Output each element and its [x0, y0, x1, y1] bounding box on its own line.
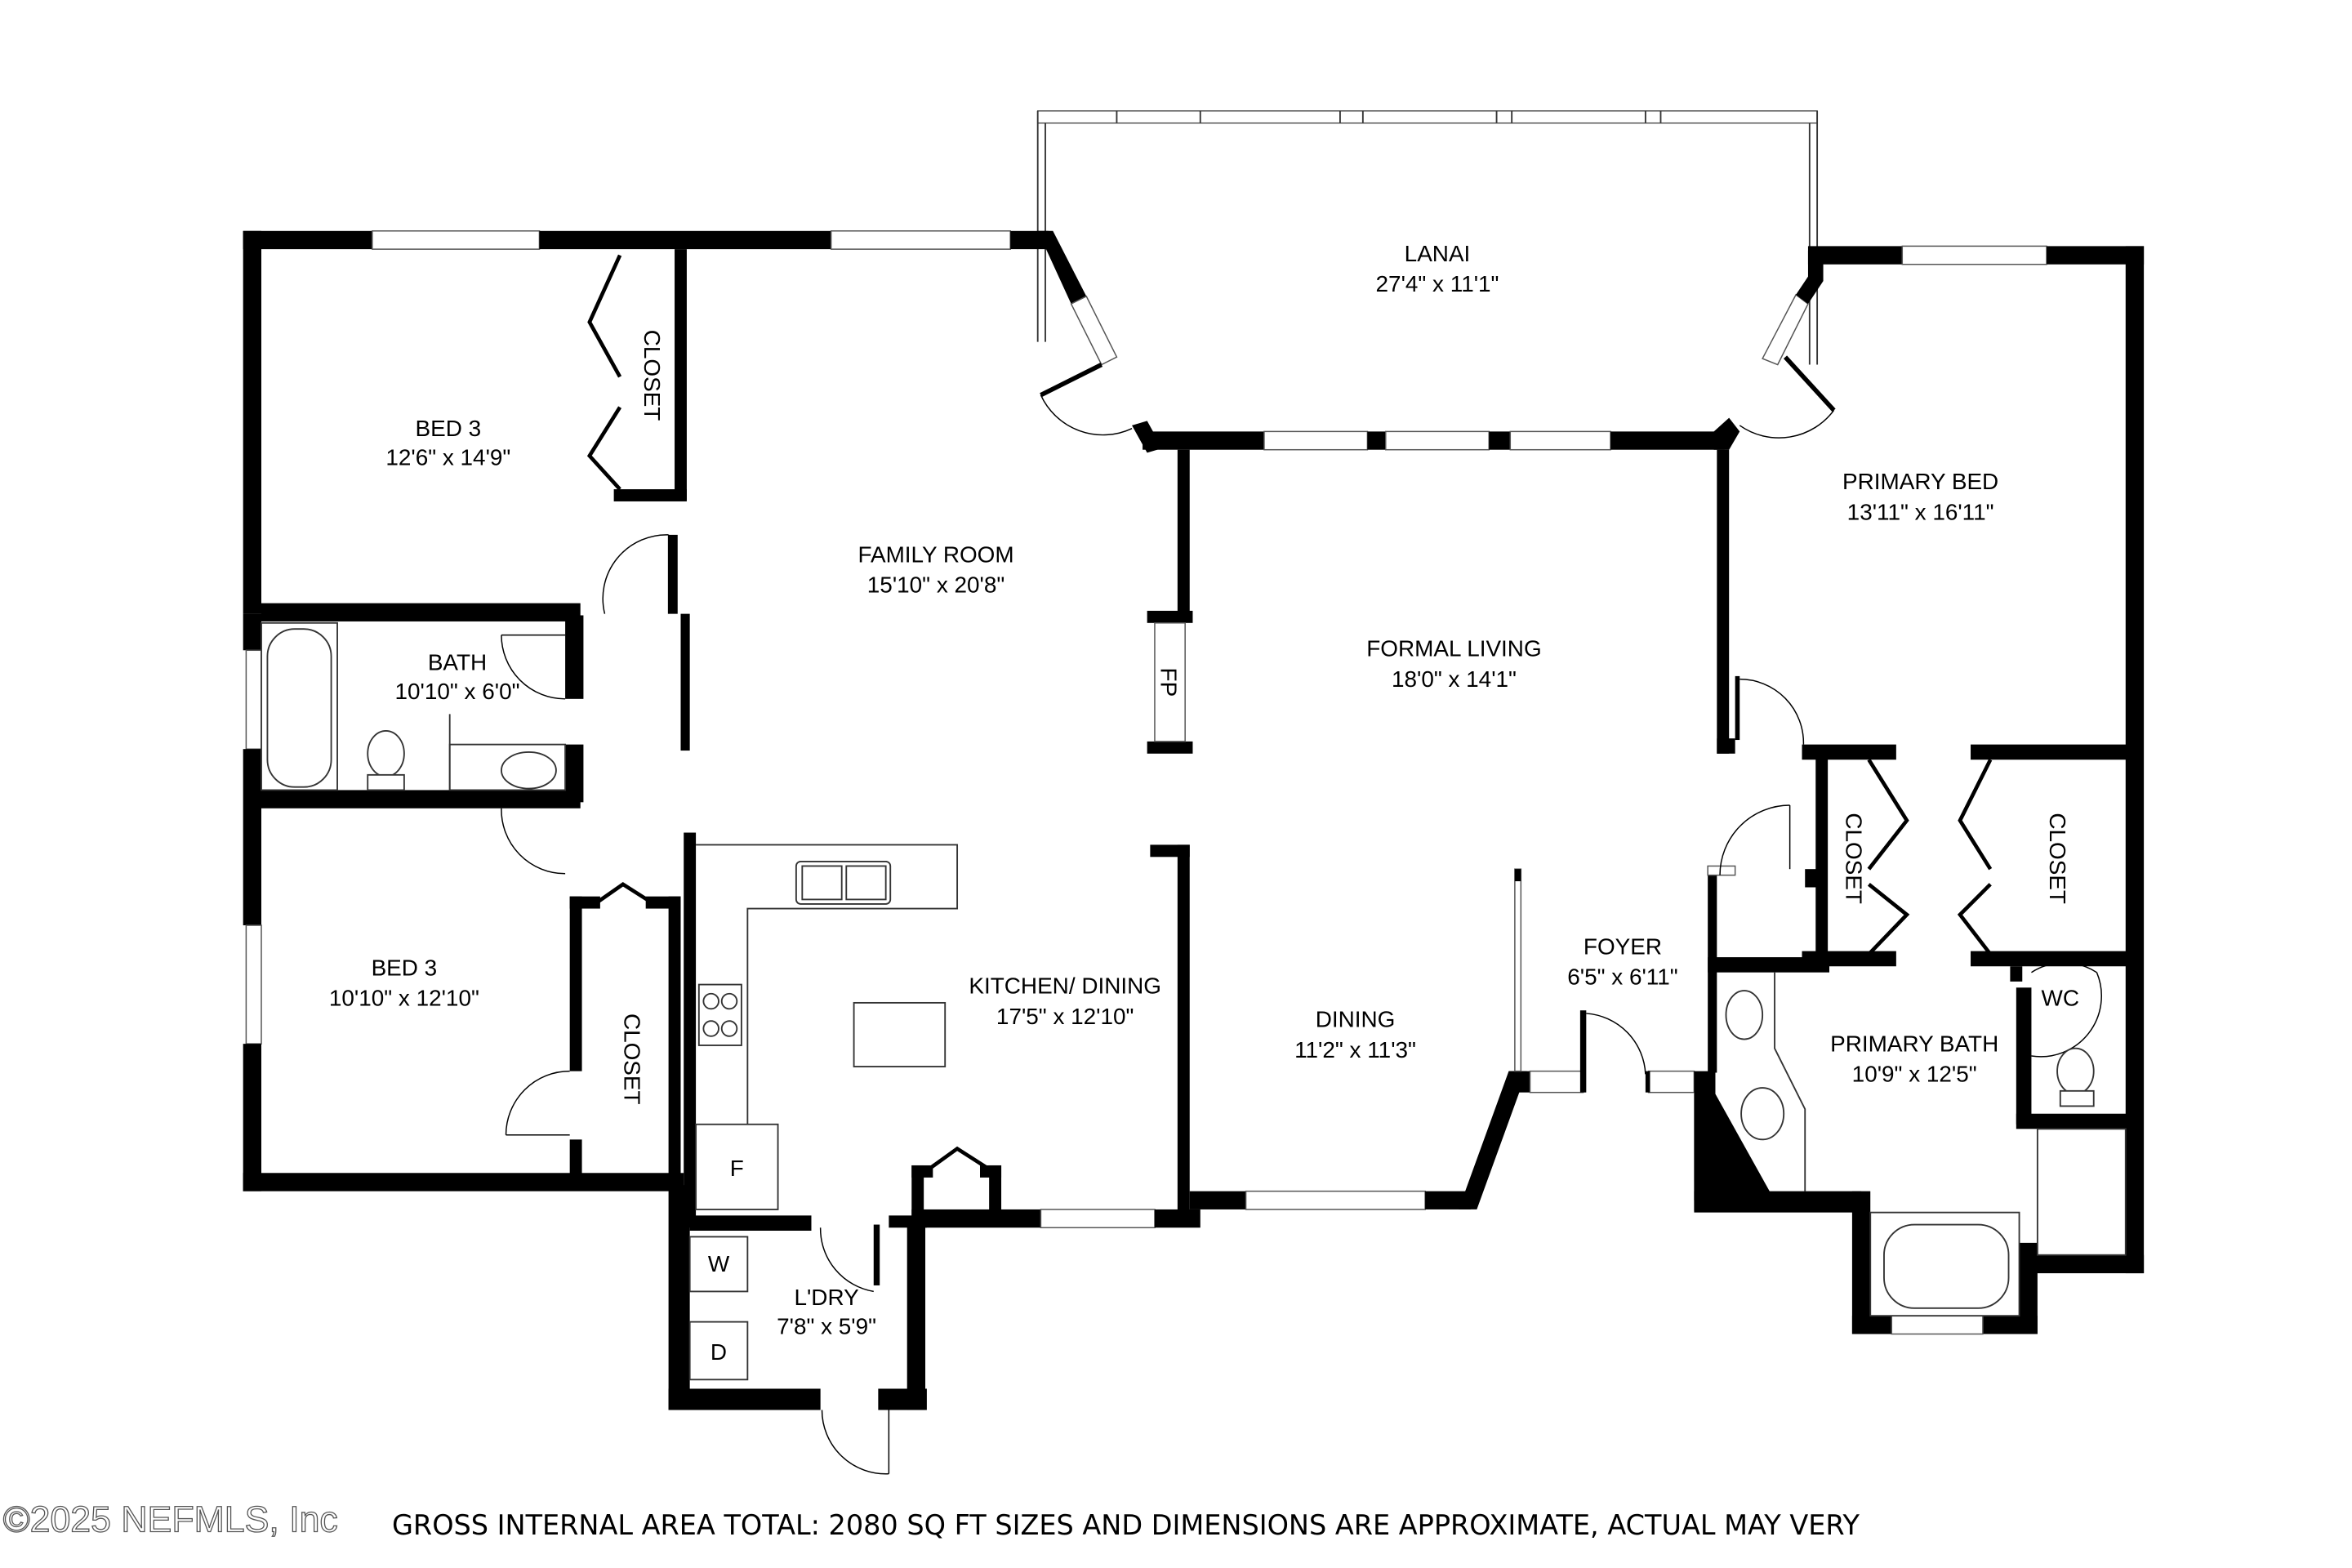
room-name-primary-bed: PRIMARY BED — [1842, 469, 1998, 494]
room-size-bed3-lower: 10'10" x 12'10" — [329, 986, 479, 1011]
room-size-lanai: 27'4" x 11'1" — [1376, 271, 1499, 296]
room-name-family-room: FAMILY ROOM — [858, 541, 1013, 567]
room-name-lanai: LANAI — [1405, 241, 1471, 266]
closet-label-primary-left: CLOSET — [1841, 813, 1866, 904]
room-name-foyer: FOYER — [1584, 933, 1662, 959]
room-size-family-room: 15'10" x 20'8" — [867, 572, 1004, 598]
washer-label: W — [708, 1251, 730, 1276]
room-size-primary-bed: 13'11" x 16'11" — [1847, 499, 1994, 524]
room-name-formal-living: FORMAL LIVING — [1366, 636, 1541, 662]
closet-label-bed3-lower: CLOSET — [620, 1013, 645, 1105]
dryer-label: D — [710, 1339, 727, 1365]
room-size-primary-bath: 10'9" x 12'5" — [1852, 1062, 1977, 1087]
room-name-bath: BATH — [428, 649, 487, 675]
swing-doors — [501, 534, 890, 1475]
fireplace-label: FP — [1156, 668, 1181, 697]
room-name-dining: DINING — [1316, 1007, 1396, 1032]
wc-label: WC — [2042, 986, 2079, 1011]
room-name-primary-bath: PRIMARY BATH — [1830, 1031, 1998, 1056]
area-disclaimer: GROSS INTERNAL AREA TOTAL: 2080 SQ FT SI… — [392, 1509, 1860, 1541]
room-name-kitchen-dining: KITCHEN/ DINING — [969, 973, 1161, 999]
room-size-bed3-upper: 12'6" x 14'9" — [385, 444, 510, 470]
room-name-bed3-lower: BED 3 — [372, 955, 438, 980]
room-size-bath: 10'10" x 6'0" — [395, 679, 520, 704]
closet-label-primary-right: CLOSET — [2045, 813, 2070, 904]
room-size-laundry: 7'8" x 5'9" — [777, 1313, 876, 1339]
fixtures — [261, 621, 2127, 1381]
lanai-outline — [1036, 110, 1819, 365]
closet-label-bed3-upper: CLOSET — [639, 330, 665, 421]
room-size-dining: 11'2" x 11'3" — [1294, 1037, 1416, 1062]
room-size-formal-living: 18'0" x 14'1" — [1392, 666, 1517, 692]
room-name-bed3-upper: BED 3 — [416, 416, 482, 441]
copyright-watermark: ©2025 NEFMLS, Inc — [3, 1499, 338, 1539]
room-size-foyer: 6'5" x 6'11" — [1567, 964, 1677, 990]
fridge-label: F — [730, 1156, 744, 1181]
room-size-kitchen-dining: 17'5" x 12'10" — [996, 1004, 1134, 1029]
walls — [243, 230, 2145, 1410]
closet-doors — [586, 254, 1993, 1178]
room-name-laundry: L'DRY — [794, 1285, 858, 1310]
